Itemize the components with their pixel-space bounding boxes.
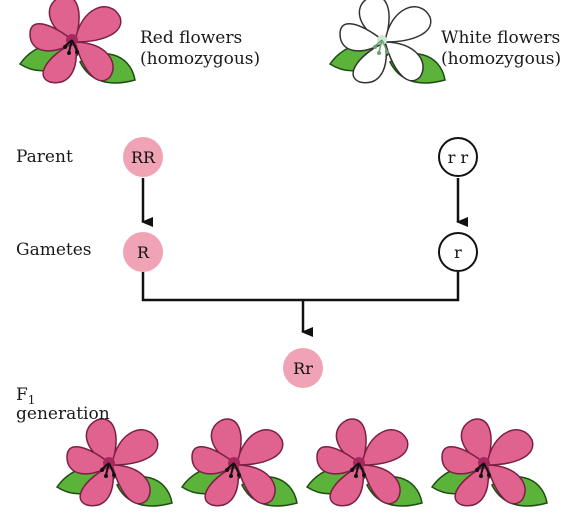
red-homozygous-label: (homozygous) bbox=[140, 49, 261, 69]
f1-row-label: F1 bbox=[16, 385, 35, 410]
offspring-rr-circle: Rr bbox=[283, 348, 323, 388]
gamete-r-recessive-circle: r bbox=[438, 232, 478, 272]
parent-rr-circle: RR bbox=[123, 137, 163, 177]
f1-flower-icon bbox=[181, 418, 298, 507]
parent-rr-recessive-circle: r r bbox=[438, 137, 478, 177]
f1-subscript: 1 bbox=[27, 393, 36, 407]
red-parent-flower-icon bbox=[19, 0, 136, 84]
f1-flower-icon bbox=[306, 418, 423, 507]
gametes-row-label: Gametes bbox=[16, 240, 92, 260]
white-parent-flower-icon bbox=[329, 0, 446, 84]
f1-flower-icon bbox=[56, 418, 173, 507]
f1-letter: F bbox=[16, 385, 28, 405]
parent-row-label: Parent bbox=[16, 147, 73, 167]
f1-flower-icon bbox=[431, 418, 548, 507]
white-flowers-label: White flowers bbox=[441, 28, 561, 48]
generation-row-label: generation bbox=[16, 404, 110, 424]
gamete-r-dominant-circle: R bbox=[123, 232, 163, 272]
gamete-join-bracket bbox=[141, 272, 460, 302]
white-homozygous-label: (homozygous) bbox=[441, 49, 562, 69]
red-flowers-label: Red flowers bbox=[140, 28, 243, 48]
